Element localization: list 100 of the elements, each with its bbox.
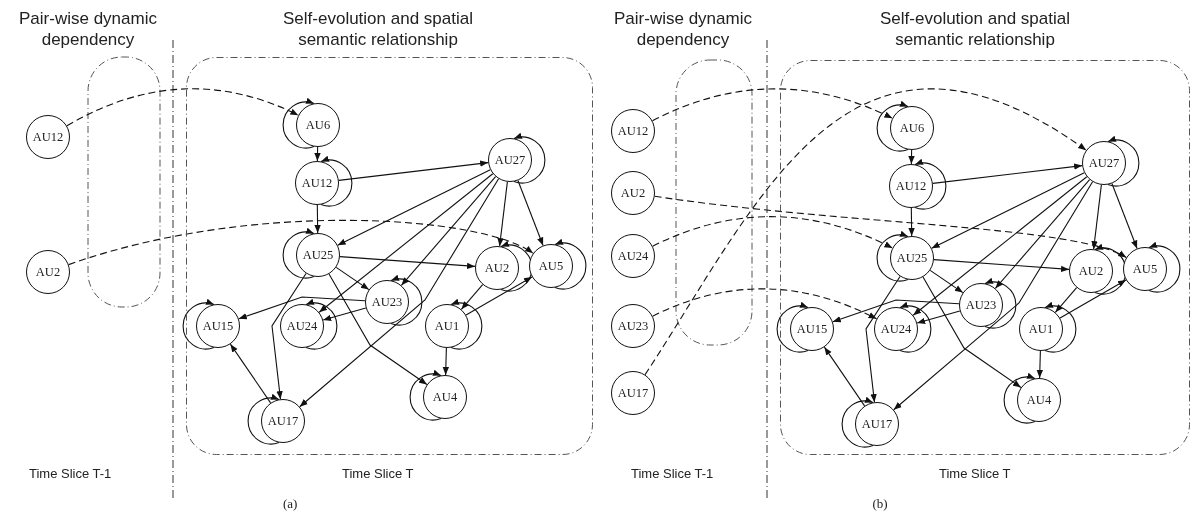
au-node: AU2 <box>475 246 519 290</box>
dashed-arrow <box>68 219 534 266</box>
arrow <box>322 307 367 321</box>
self-loop-arrow <box>984 278 1017 329</box>
au-node: AU24 <box>874 307 918 351</box>
arrow <box>908 207 915 237</box>
self-loop-arrow <box>513 133 546 184</box>
dashed-arrow <box>66 88 299 127</box>
arrow <box>893 181 1094 411</box>
arrow <box>933 259 1070 272</box>
au-node: AU23 <box>365 280 409 324</box>
au-node: AU15 <box>196 304 240 348</box>
time-slice-frame <box>780 60 1190 455</box>
arrow <box>465 276 533 316</box>
arrow <box>832 299 960 323</box>
arrow <box>1059 279 1127 319</box>
section-heading: Pair-wise dynamic dependency <box>613 8 753 50</box>
self-loop-arrow <box>1003 373 1036 424</box>
self-loop-arrow <box>247 394 280 445</box>
au-node: AU6 <box>296 103 340 147</box>
panel-caption: (a) <box>283 496 298 512</box>
dashed-arrow <box>652 216 893 249</box>
au-node: AU15 <box>790 307 834 351</box>
arrow <box>912 176 1088 316</box>
arrow <box>1091 184 1102 250</box>
au-node: AU12 <box>26 115 70 159</box>
arrow <box>400 176 497 286</box>
arrow <box>314 146 321 162</box>
self-loop-arrow <box>1107 136 1140 187</box>
time-slice-label: Time Slice T <box>342 466 414 481</box>
self-loop-arrow <box>899 302 932 353</box>
arrow <box>931 172 1085 249</box>
arrow <box>517 179 544 247</box>
arrow <box>338 160 489 181</box>
self-loop-arrow <box>282 98 315 149</box>
self-loop-arrow <box>876 101 909 152</box>
self-loop-arrow <box>1148 242 1181 293</box>
arrow <box>865 275 901 403</box>
arrow <box>908 149 915 165</box>
arrow <box>929 269 964 294</box>
au-node: AU25 <box>296 233 340 277</box>
dashed-arrow <box>652 288 878 320</box>
self-loop-arrow <box>1044 302 1077 353</box>
dashed-arrow <box>644 88 1087 376</box>
dashed-arrow <box>651 88 893 122</box>
arrow <box>497 181 508 247</box>
arrow <box>823 346 866 407</box>
au-node: AU1 <box>425 304 469 348</box>
au-node: AU23 <box>959 283 1003 327</box>
arrow <box>442 347 450 376</box>
arrow <box>314 204 321 234</box>
self-loop-arrow <box>282 228 315 279</box>
au-node: AU25 <box>890 236 934 280</box>
self-loop-arrow <box>554 239 587 290</box>
self-loop-arrow <box>841 397 874 448</box>
arrow <box>318 173 494 313</box>
au-node: AU2 <box>26 250 70 294</box>
au-node: AU23 <box>611 304 655 348</box>
self-loop-arrow <box>390 275 423 326</box>
arrow <box>994 179 1091 289</box>
self-loop-arrow <box>305 299 338 350</box>
au-node: AU2 <box>1069 249 1113 293</box>
arrow <box>337 169 491 246</box>
arrow <box>328 273 428 385</box>
au-node: AU2 <box>611 171 655 215</box>
au-node: AU12 <box>611 109 655 153</box>
au-node: AU17 <box>611 371 655 415</box>
au-node: AU17 <box>261 399 305 443</box>
self-loop-arrow <box>450 299 483 350</box>
self-loop-arrow <box>914 159 947 210</box>
au-node: AU12 <box>295 161 339 205</box>
au-node: AU1 <box>1019 307 1063 351</box>
au-node: AU12 <box>889 164 933 208</box>
au-node: AU24 <box>611 234 655 278</box>
self-loop-arrow <box>182 299 215 350</box>
arrow <box>238 296 366 320</box>
time-slice-label: Time Slice T-1 <box>29 466 112 481</box>
self-loop-arrow <box>409 370 442 421</box>
arrow <box>339 256 476 269</box>
au-node: AU5 <box>1123 247 1167 291</box>
arrow <box>335 266 370 291</box>
dashed-arrow <box>654 195 1127 258</box>
arrow <box>271 272 307 400</box>
au-node: AU5 <box>529 244 573 288</box>
time-slice-frame <box>186 57 593 455</box>
au-node: AU17 <box>855 402 899 446</box>
time-slice-label: Time Slice T-1 <box>631 466 714 481</box>
au-node: AU6 <box>890 106 934 150</box>
au-node: AU27 <box>1082 141 1126 185</box>
arrow <box>1054 287 1078 313</box>
self-loop-arrow <box>320 156 353 207</box>
panel-caption: (b) <box>872 496 888 512</box>
arrow <box>1111 182 1138 250</box>
au-node: AU27 <box>488 138 532 182</box>
arrow <box>1036 350 1044 379</box>
section-heading: Pair-wise dynamic dependency <box>18 8 158 50</box>
au-node: AU4 <box>423 375 467 419</box>
arrow <box>229 343 272 404</box>
self-loop-arrow <box>876 231 909 282</box>
section-heading: Self-evolution and spatial semantic relationship <box>879 8 1071 50</box>
